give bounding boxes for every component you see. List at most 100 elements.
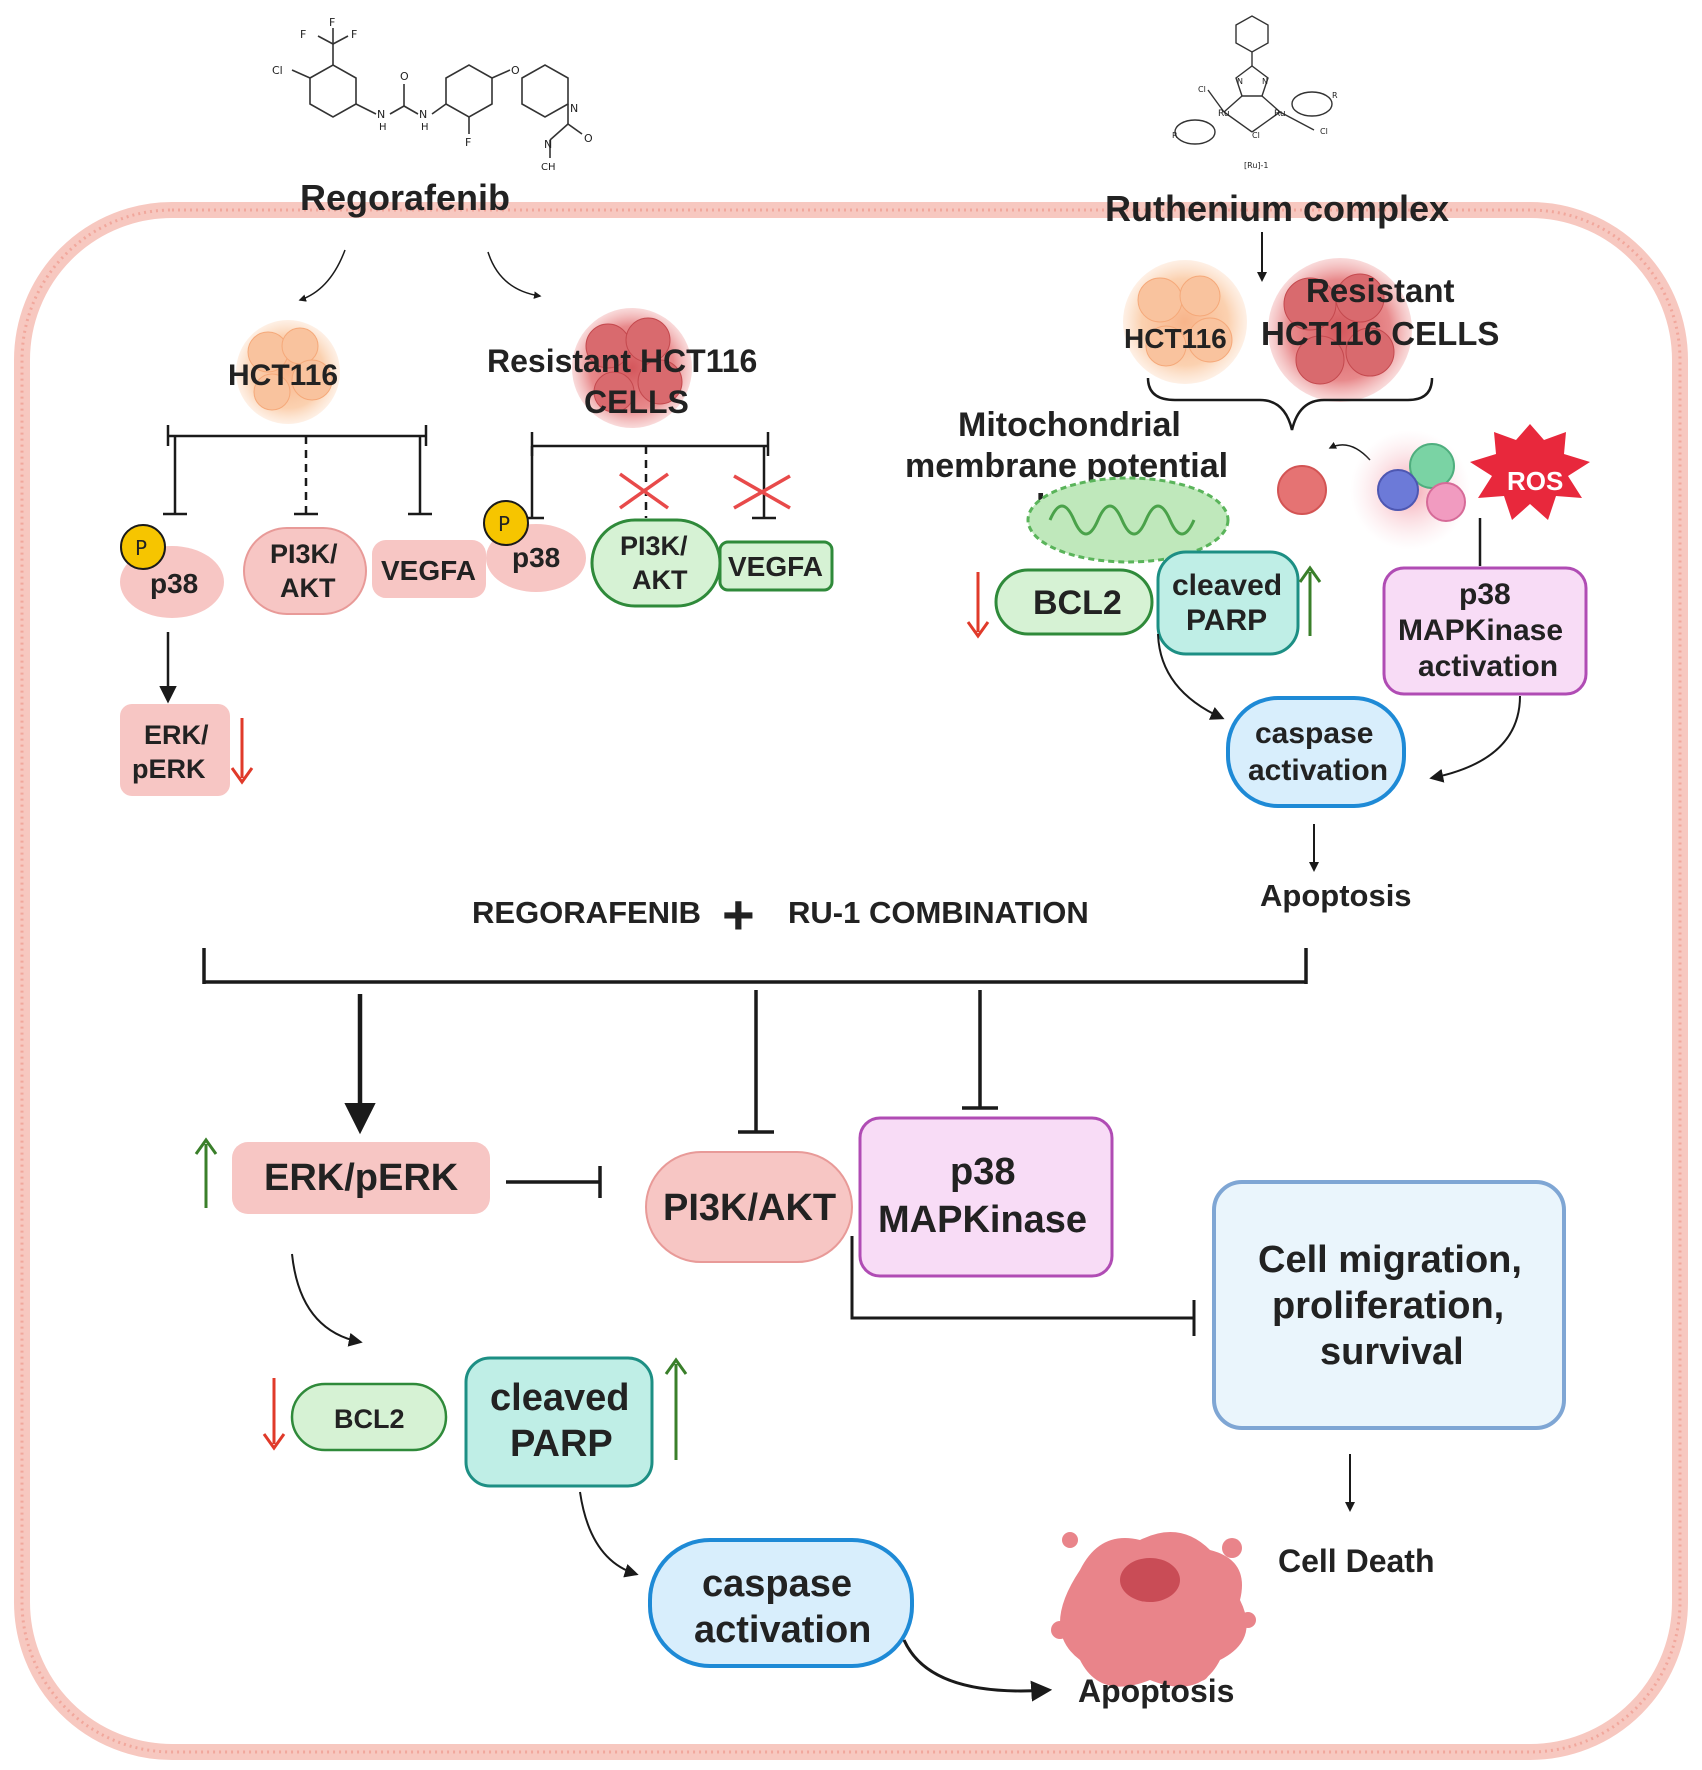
inhibit-combo-to-p38 (962, 990, 998, 1110)
bcl2-label-right: BCL2 (1033, 584, 1122, 622)
mito-label-line1: Mitochondrial (958, 406, 1181, 444)
svg-text:Cl: Cl (1320, 127, 1328, 136)
resistant-right-line2: HCT116 CELLS (1261, 315, 1499, 352)
resistant-label-line2: CELLS (584, 384, 689, 420)
pi3k-label-line1: PI3K/ (270, 539, 338, 569)
cell-outcome-line3: survival (1320, 1331, 1464, 1373)
pi3k-combo-label: PI3K/AKT (663, 1187, 836, 1229)
svg-text:Cl: Cl (272, 64, 283, 77)
svg-text:N: N (419, 108, 427, 121)
pi3k-node-combo (645, 1151, 853, 1263)
pi3k-node-hct116 (243, 527, 367, 615)
svg-text:N: N (1237, 77, 1243, 86)
caspase-node-right (1226, 696, 1406, 808)
mitochondria-icon (1026, 476, 1230, 564)
p38-label-hct116: p38 (150, 568, 198, 599)
cell-outcome-line2: proliferation, (1272, 1285, 1504, 1327)
cleaved-parp-combo-line1: cleaved (490, 1377, 629, 1419)
resistant-bracket (520, 432, 776, 520)
cell-outcome-box (1212, 1180, 1566, 1430)
inhibition-blocked-x-pi3k (618, 472, 670, 510)
hct116-label-right: HCT116 (1124, 323, 1227, 354)
cleaved-parp-right-line1: cleaved (1172, 569, 1282, 602)
parp-up-arrowhead-combo (664, 1357, 688, 1375)
arrow-caspase-to-apoptosis-combo (902, 1639, 1053, 1702)
svg-text:F: F (351, 28, 357, 41)
phospho-badge-hct116 (120, 524, 166, 570)
vegfa-node-resistant (718, 540, 834, 592)
arrow-p38-to-caspase-right (1429, 695, 1521, 783)
bcl2-down-arrowhead-combo (262, 1433, 286, 1451)
erk-label-line2: pERK (132, 754, 206, 784)
inhibit-combo-to-pi3k (738, 990, 774, 1134)
vegfa-label-hct116: VEGFA (381, 555, 476, 586)
resistant-cell-cluster (572, 308, 692, 428)
phospho-badge-resistant (483, 500, 529, 546)
erk-node-left (120, 704, 230, 796)
p38-node-combo (858, 1116, 1114, 1278)
phospho-badge-label: P (135, 536, 147, 560)
caspase-right-line2: activation (1248, 754, 1388, 787)
regorafenib-atoms: F F F Cl N H O N H F O N O N CH (272, 16, 593, 173)
svg-text:Cl: Cl (1198, 85, 1206, 94)
svg-text:O: O (400, 70, 409, 83)
svg-text:N: N (377, 108, 385, 121)
combination-label-left: REGORAFENIB (472, 895, 701, 930)
inhibition-blocked-x-vegfa (733, 474, 791, 510)
cleaved-parp-node-right (1156, 550, 1300, 656)
svg-text:F: F (300, 28, 306, 41)
svg-text:R: R (1172, 131, 1178, 140)
svg-text:N: N (544, 138, 552, 151)
hct116-label: HCT116 (228, 359, 338, 392)
ruthenium-title: Ruthenium complex (1105, 188, 1449, 229)
bcl2-down-arrowhead (966, 621, 990, 639)
resistant-label-line1: Resistant HCT116 (487, 343, 757, 379)
svg-text:O: O (511, 64, 520, 77)
p38-activation-line3: activation (1418, 650, 1558, 683)
svg-text:Ru: Ru (1274, 109, 1286, 119)
arrow-erk-to-bcl2 (291, 1253, 363, 1347)
pi3k-resistant-line2: AKT (632, 565, 688, 595)
svg-text:R: R (1332, 91, 1338, 100)
vegfa-label-resistant: VEGFA (728, 551, 823, 582)
svg-text:[Ru]-1: [Ru]-1 (1244, 161, 1269, 170)
cleaved-parp-combo-line2: PARP (510, 1423, 613, 1465)
svg-text:H: H (379, 122, 387, 133)
combination-bracket (202, 948, 1308, 984)
pi3k-resistant-line1: PI3K/ (620, 531, 688, 561)
regorafenib-structure (291, 28, 583, 158)
resistant-cell-cluster-right (1268, 258, 1412, 402)
dead-cell-icon (1277, 465, 1327, 515)
apoptosis-label-combo: Apoptosis (1078, 1673, 1234, 1709)
svg-text:N: N (570, 102, 578, 115)
hct116-cell-cluster-right (1123, 260, 1247, 384)
arrow-parp-to-caspase-combo (579, 1491, 639, 1578)
mito-label-line2: membrane potential (905, 447, 1228, 485)
bcl2-combo-label: BCL2 (334, 1404, 405, 1434)
combination-label-right: RU-1 COMBINATION (788, 895, 1089, 930)
phospho-badge-resistant-label: P (498, 512, 510, 536)
erk-node-combo (232, 1142, 490, 1214)
inhibit-erk-to-pi3k (506, 1166, 602, 1198)
arrow-regorafenib-to-hct116 (298, 249, 346, 302)
erk-down-arrowhead (230, 767, 254, 785)
cell-death-label: Cell Death (1278, 1543, 1434, 1579)
p38-mapk-activation-node (1382, 566, 1588, 696)
cleaved-parp-right-line2: PARP (1186, 604, 1267, 637)
curly-brace (1146, 377, 1434, 431)
svg-text:CH: CH (541, 162, 556, 173)
ruthenium-structure (1174, 15, 1333, 145)
inhibit-pi3k-to-cell-outcome (850, 1236, 1196, 1336)
caspase-combo-line1: caspase (702, 1563, 852, 1605)
ruthenium-atoms: N N Ru Ru Cl Cl Cl R R [Ru]-1 (1172, 77, 1338, 170)
svg-text:F: F (329, 16, 335, 29)
arrow-parp-to-caspase-right (1157, 633, 1225, 720)
vegfa-node-hct116 (372, 540, 486, 598)
ros-label: ROS (1507, 466, 1563, 496)
p38-label-resistant: p38 (512, 542, 560, 573)
p38-combo-line1: p38 (950, 1151, 1015, 1193)
cell-membrane-inner (20, 208, 1682, 1754)
cleaved-parp-node-combo (464, 1356, 654, 1488)
resistant-right-line1: Resistant (1306, 272, 1455, 309)
